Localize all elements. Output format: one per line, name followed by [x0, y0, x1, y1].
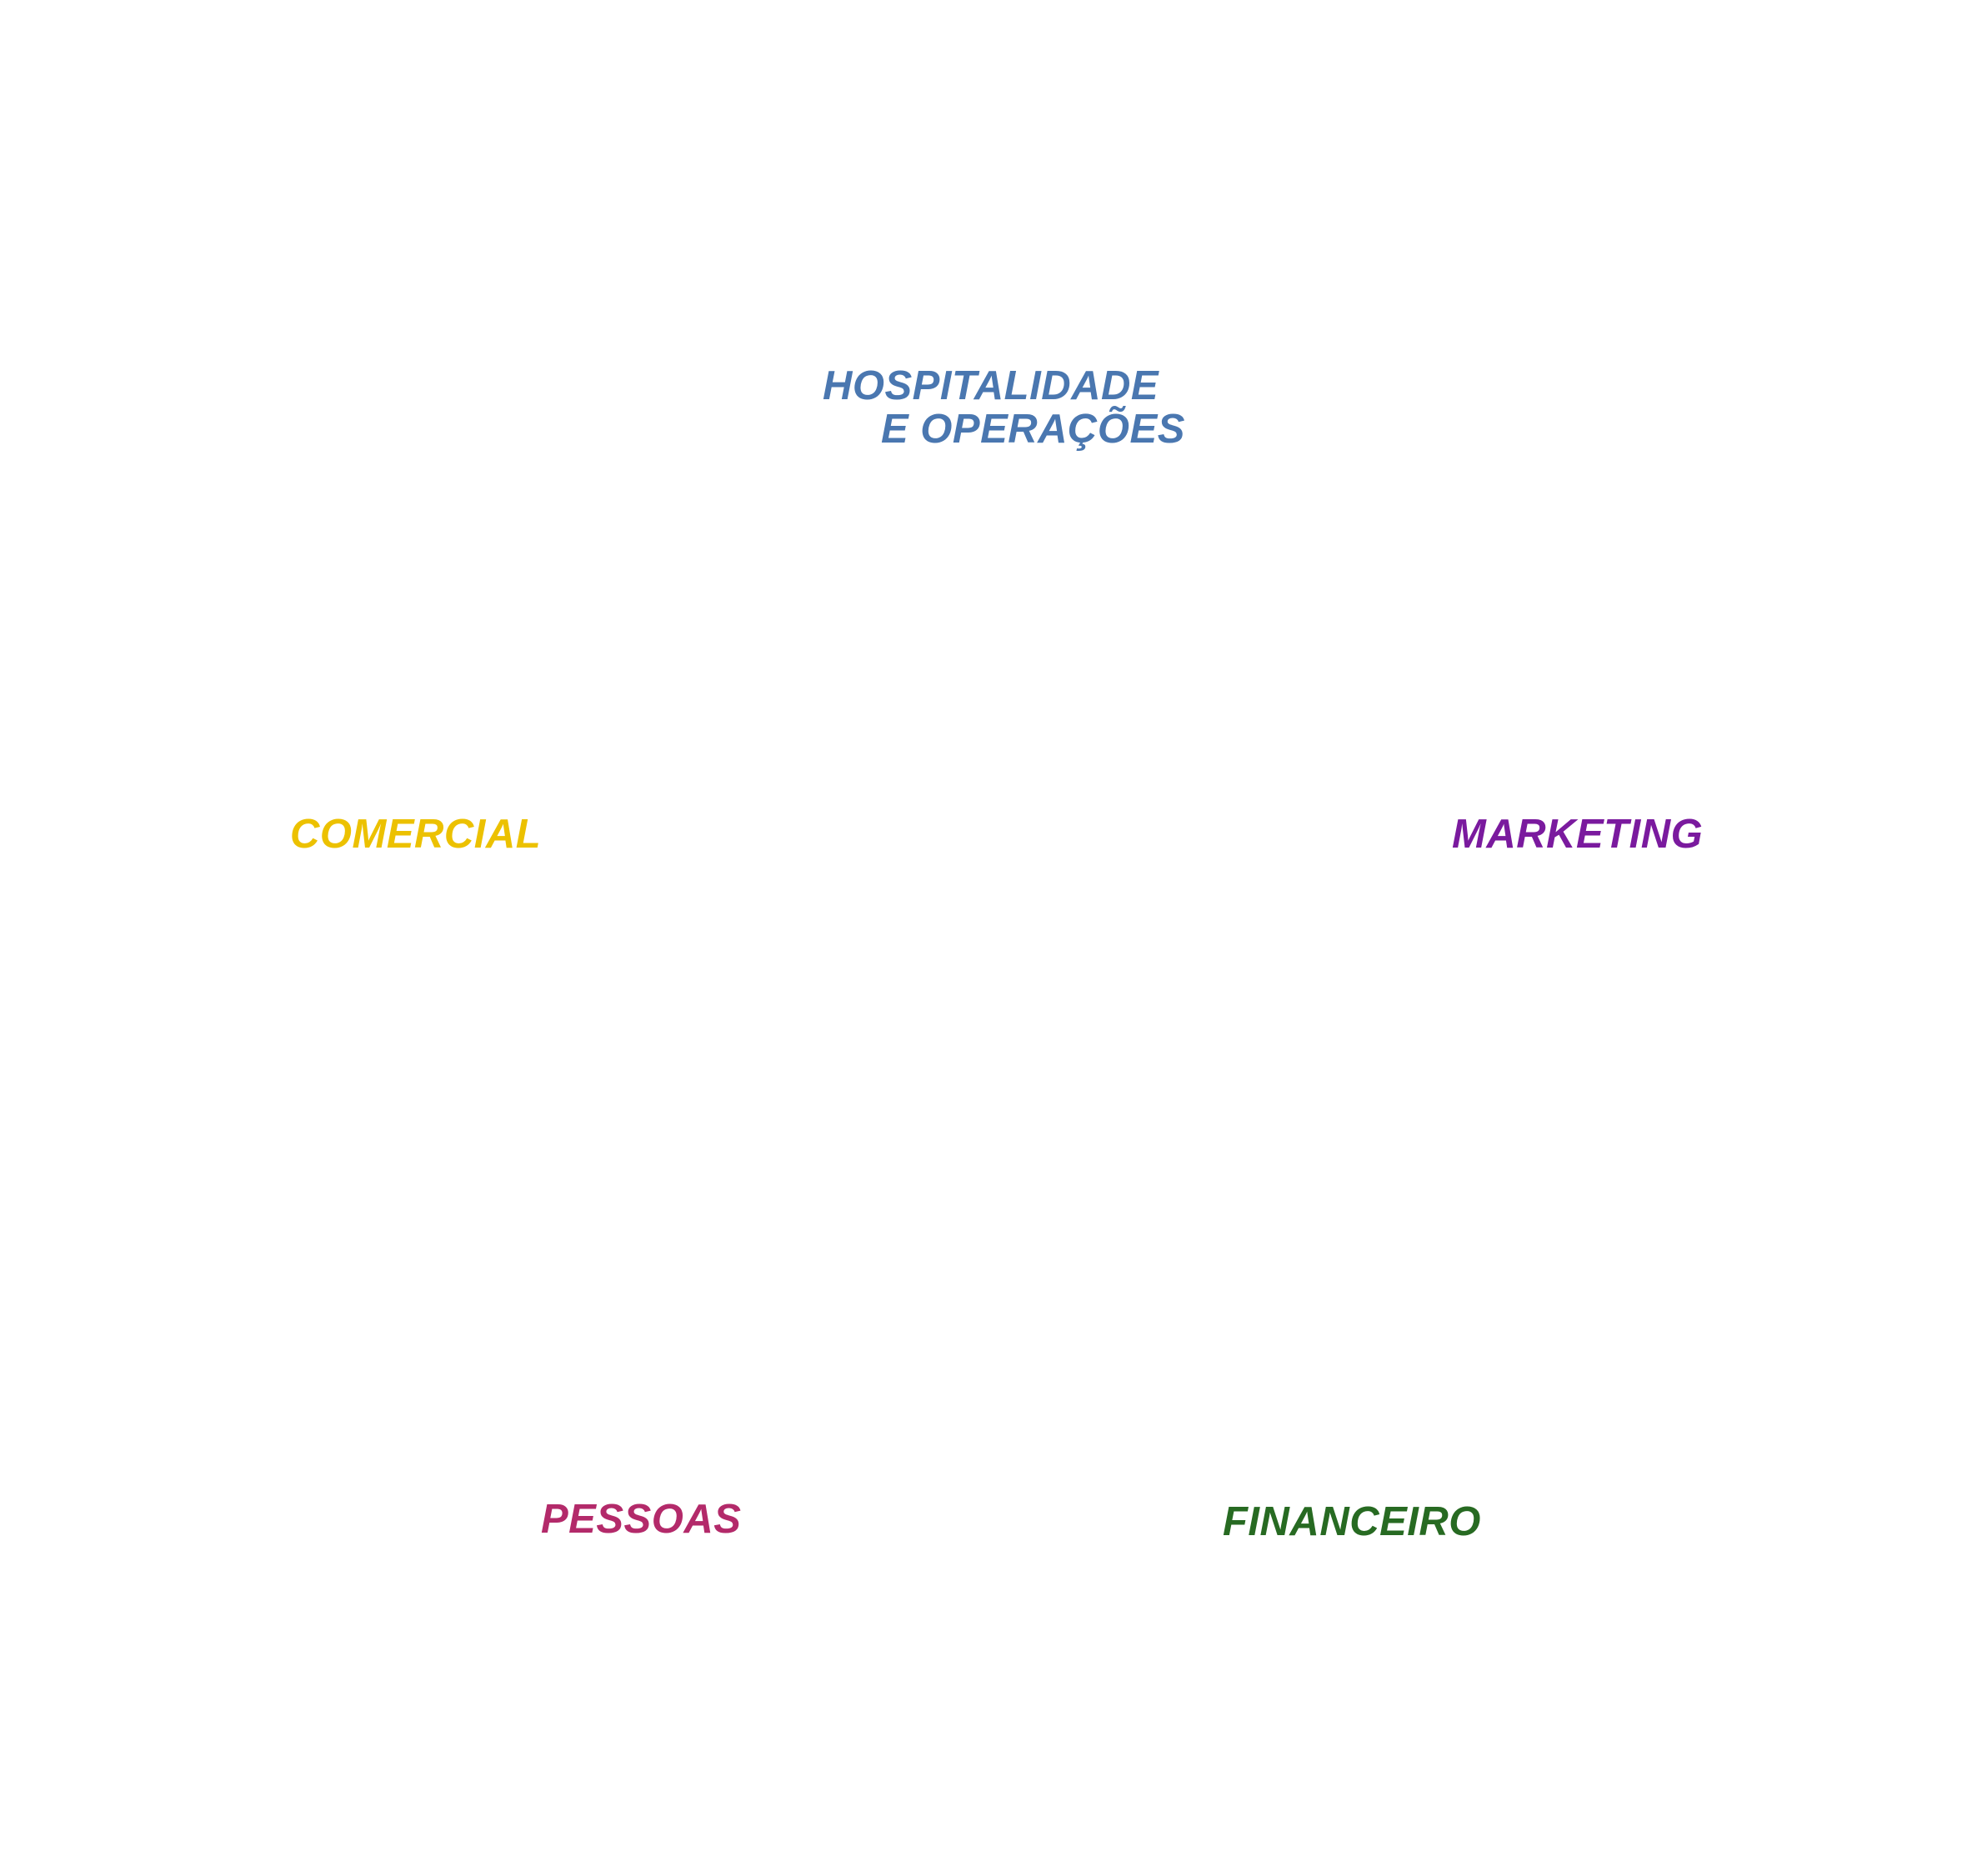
label-financeiro: FINANCEIRO [1223, 1499, 1481, 1544]
label-hospitalidade-line1: HOSPITALIDADE [823, 363, 1159, 408]
label-comercial: COMERCIAL [290, 812, 542, 857]
label-pessoas: PESSOAS [541, 1497, 742, 1542]
label-marketing: MARKETING [1452, 812, 1704, 857]
label-hospitalidade-e-operacoes: HOSPITALIDADE E OPERAÇÕES [823, 364, 1185, 451]
label-hospitalidade-line2: E OPERAÇÕES [881, 407, 1185, 452]
